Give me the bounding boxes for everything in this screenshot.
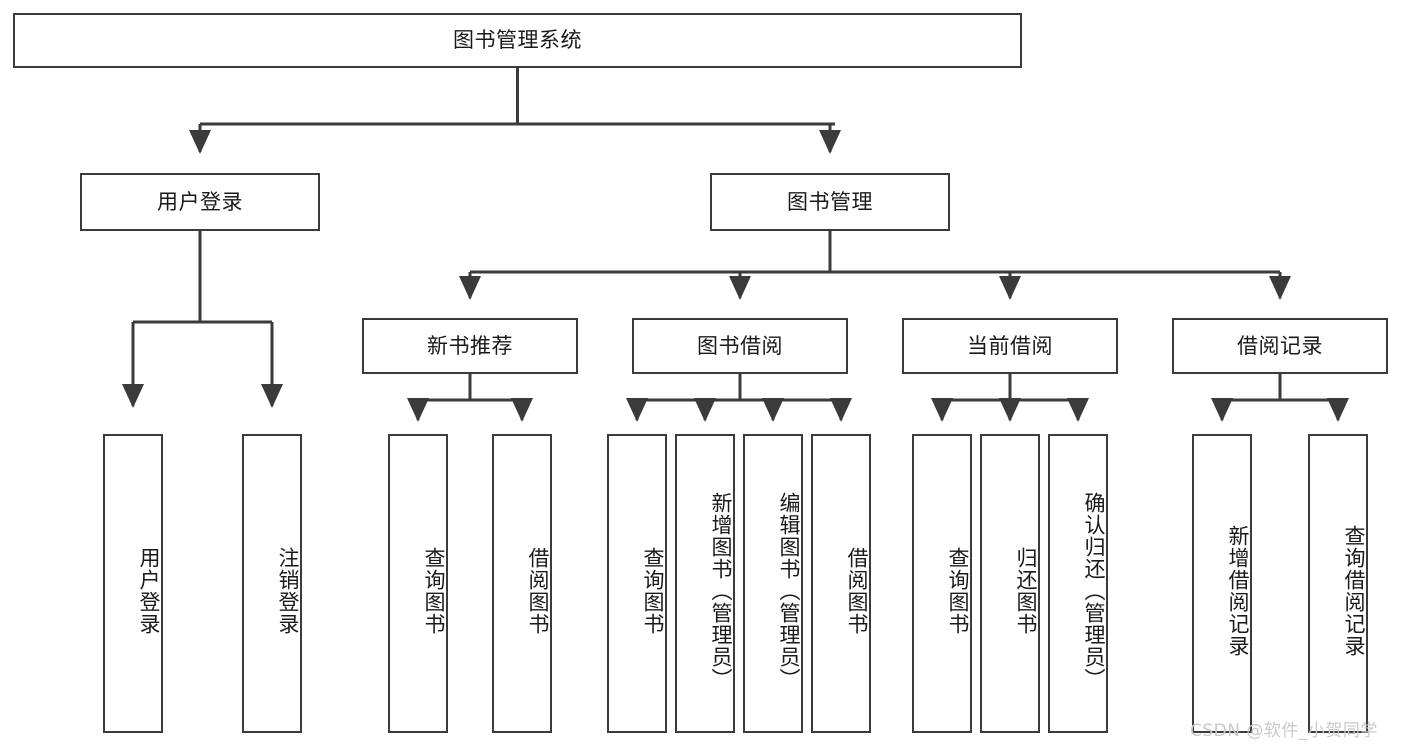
node-borrow-records[interactable]: 借阅记录	[1172, 318, 1388, 374]
csdn-watermark: CSDN @软件_小贺同学	[1190, 721, 1378, 741]
node-current-borrowing[interactable]: 当前借阅	[902, 318, 1118, 374]
leaf-records-add-borrow-record[interactable]: 新增借阅记录	[1192, 434, 1252, 733]
node-book-management[interactable]: 图书管理	[710, 173, 950, 231]
leaf-new-book-borrow-books[interactable]: 借阅图书	[492, 434, 552, 733]
leaf-records-query-borrow-record[interactable]: 查询借阅记录	[1308, 434, 1368, 733]
node-book-borrowing[interactable]: 图书借阅	[632, 318, 848, 374]
node-user-login[interactable]: 用户登录	[80, 173, 320, 231]
leaf-book-borrow-borrow-books[interactable]: 借阅图书	[811, 434, 871, 733]
node-new-book-recommendation[interactable]: 新书推荐	[362, 318, 578, 374]
leaf-current-borrow-return-books[interactable]: 归还图书	[980, 434, 1040, 733]
leaf-user-login-logout[interactable]: 注销登录	[242, 434, 302, 733]
leaf-current-borrow-confirm-return-admin[interactable]: 确认归还（管理员）	[1048, 434, 1108, 733]
leaf-new-book-query-books[interactable]: 查询图书	[388, 434, 448, 733]
leaf-book-borrow-query-books[interactable]: 查询图书	[607, 434, 667, 733]
leaf-book-borrow-edit-book-admin[interactable]: 编辑图书（管理员）	[743, 434, 803, 733]
leaf-book-borrow-add-book-admin[interactable]: 新增图书（管理员）	[675, 434, 735, 733]
leaf-user-login-login[interactable]: 用户登录	[103, 434, 163, 733]
node-root-book-management-system[interactable]: 图书管理系统	[13, 13, 1022, 68]
leaf-current-borrow-query-books[interactable]: 查询图书	[912, 434, 972, 733]
